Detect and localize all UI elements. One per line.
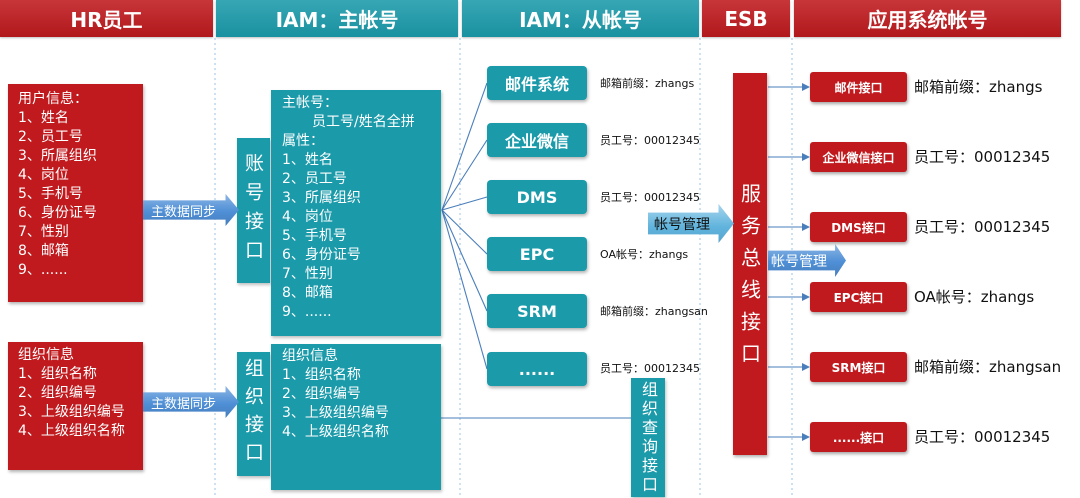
app-account-dms: 员工号：00012345 (914, 218, 1051, 236)
hr-org-info-item: 3、上级组织编号 (18, 404, 125, 420)
connector-master-to-wechat (441, 139, 488, 211)
master-org-item: 3、上级组织编号 (282, 405, 389, 421)
esb-bus-interface-label: 服务总线接口 (737, 183, 762, 375)
master-account-attr-title: 属性： (282, 133, 324, 149)
sub-account-note-other: 员工号：00012345 (600, 362, 700, 375)
hr-user-info-item: 9、...... (18, 262, 68, 278)
master-account-key: 员工号/姓名全拼 (312, 114, 415, 130)
hr-org-info-item: 4、上级组织名称 (18, 423, 125, 439)
header-iam-sub-account: IAM：从帐号 (462, 0, 699, 37)
hr-user-info-item: 5、手机号 (18, 186, 83, 202)
sub-system-epc: EPC (487, 237, 587, 271)
sub-account-note-srm: 邮箱前缀：zhangsan (600, 305, 708, 318)
sub-account-note-mail: 邮箱前缀：zhangs (600, 77, 695, 90)
org-interface-label: 组织接口 (242, 358, 264, 470)
sub-system-other: ...... (487, 352, 587, 386)
master-account-attr-item: 5、手机号 (282, 228, 347, 244)
sub-account-note-epc: OA帐号：zhangs (600, 248, 689, 261)
sub-system-mail: 邮件系统 (487, 66, 587, 100)
connector-master-to-other (441, 209, 488, 370)
account-management-label: 帐号管理 (771, 253, 827, 270)
hr-org-info-title: 组织信息 (18, 347, 74, 363)
header-esb: ESB (702, 0, 790, 37)
org-interface-box: 组织接口 (237, 352, 270, 476)
hr-user-info-box: 用户信息： 1、姓名 2、员工号 3、所属组织 4、岗位 5、手机号 6、身份证… (8, 84, 143, 302)
master-account-attr-item: 2、员工号 (282, 171, 347, 187)
app-interface-other: ......接口 (810, 422, 907, 452)
connector-master-to-epc (441, 209, 488, 255)
master-data-sync-arrow-org: 主数据同步 (143, 386, 239, 418)
sub-account-note-wechat: 员工号：00012345 (600, 134, 700, 147)
master-account-attr-item: 8、邮箱 (282, 285, 333, 301)
hr-org-info-item: 1、组织名称 (18, 366, 97, 382)
connector-master-to-mail (441, 82, 488, 211)
master-account-attr-item: 3、所属组织 (282, 190, 361, 206)
account-interface-label: 账号接口 (242, 152, 264, 269)
master-data-sync-arrow-user: 主数据同步 (143, 194, 239, 226)
org-query-interface-box: 组织查询接口 (631, 378, 665, 497)
account-management-label: 帐号管理 (654, 216, 710, 233)
master-org-box: 组织信息 1、组织名称 2、组织编号 3、上级组织编号 4、上级组织名称 (271, 344, 441, 490)
sub-system-dms: DMS (487, 180, 587, 214)
master-account-box: 主帐号： 员工号/姓名全拼 属性： 1、姓名 2、员工号 3、所属组织 4、岗位… (271, 90, 441, 336)
connector-master-to-dms (441, 196, 488, 211)
master-data-sync-label: 主数据同步 (151, 396, 217, 412)
hr-user-info-item: 3、所属组织 (18, 148, 97, 164)
app-account-wechat: 员工号：00012345 (914, 148, 1051, 166)
header-hr-employee: HR员工 (0, 0, 213, 37)
hr-org-info-item: 2、组织编号 (18, 385, 97, 401)
app-account-srm: 邮箱前缀：zhangsan (914, 358, 1062, 376)
esb-bus-interface-box: 服务总线接口 (733, 73, 767, 455)
app-account-epc: OA帐号：zhangs (914, 288, 1035, 306)
master-org-item: 2、组织编号 (282, 386, 361, 402)
hr-user-info-title: 用户信息： (18, 91, 88, 107)
master-org-title: 组织信息 (282, 348, 338, 364)
sub-account-note-dms: 员工号：00012345 (600, 191, 700, 204)
header-app-accounts: 应用系统帐号 (794, 0, 1061, 37)
master-data-sync-label: 主数据同步 (151, 204, 217, 220)
master-account-title: 主帐号： (282, 95, 338, 111)
master-org-item: 1、组织名称 (282, 367, 361, 383)
master-org-item: 4、上级组织名称 (282, 424, 389, 440)
sub-system-wechat: 企业微信 (487, 123, 587, 157)
master-account-attr-item: 7、性别 (282, 266, 333, 282)
org-query-interface-label: 组织查询接口 (639, 380, 658, 495)
hr-user-info-item: 1、姓名 (18, 110, 69, 126)
connector-master-to-srm (441, 209, 488, 312)
master-account-attr-item: 9、...... (282, 304, 332, 320)
master-account-attr-item: 4、岗位 (282, 209, 333, 225)
account-management-arrow-to-esb: 帐号管理 (648, 204, 734, 243)
header-iam-master-account: IAM：主帐号 (216, 0, 458, 37)
app-interface-dms: DMS接口 (810, 212, 907, 242)
hr-org-info-box: 组织信息 1、组织名称 2、组织编号 3、上级组织编号 4、上级组织名称 (8, 342, 143, 470)
hr-user-info-item: 8、邮箱 (18, 243, 69, 259)
app-interface-mail: 邮件接口 (810, 72, 907, 102)
hr-user-info-item: 2、员工号 (18, 129, 83, 145)
app-account-other: 员工号：00012345 (914, 428, 1051, 446)
master-account-attr-item: 6、身份证号 (282, 247, 361, 263)
app-account-mail: 邮箱前缀：zhangs (914, 78, 1043, 96)
account-interface-box: 账号接口 (237, 138, 270, 283)
hr-user-info-item: 6、身份证号 (18, 205, 97, 221)
account-management-arrow-to-apps: 帐号管理 (768, 244, 846, 277)
app-interface-srm: SRM接口 (810, 352, 907, 382)
app-interface-wechat: 企业微信接口 (810, 142, 907, 172)
sub-system-srm: SRM (487, 294, 587, 328)
app-interface-epc: EPC接口 (810, 282, 907, 312)
hr-user-info-item: 4、岗位 (18, 167, 69, 183)
hr-user-info-item: 7、性别 (18, 224, 69, 240)
master-account-attr-item: 1、姓名 (282, 152, 333, 168)
